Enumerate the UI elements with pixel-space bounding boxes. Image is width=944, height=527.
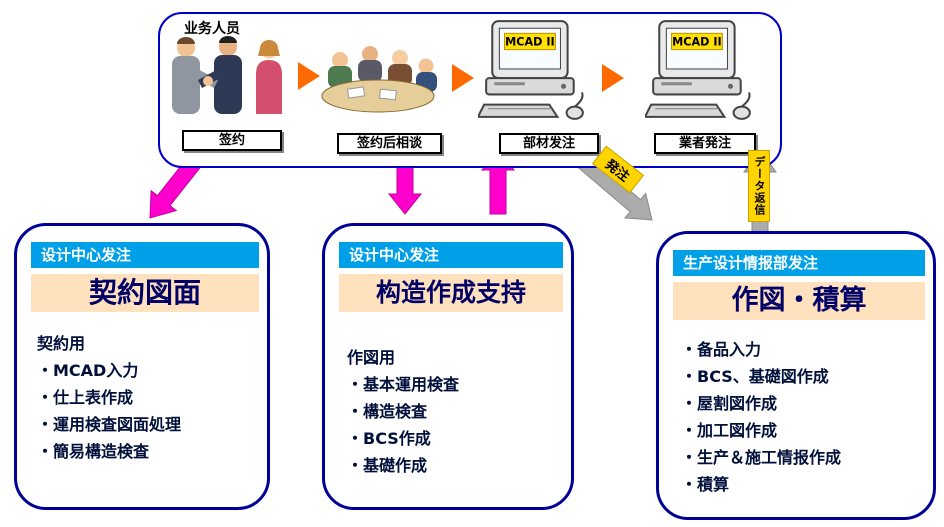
card-list: ・备品入力・BCS、基礎図作成・屋割図作成・加工図作成・生产＆施工情报作成・積算	[681, 336, 841, 498]
card-list-item: ・構造検査	[347, 402, 428, 421]
flow-triangle-icon	[298, 62, 320, 90]
computer-screen-label: MCAD II	[672, 36, 722, 49]
card-list-item: ・生产＆施工情报作成	[681, 448, 842, 467]
arrow-consult-down	[387, 165, 423, 215]
card-contract-drawings: 设计中心发注 契約図面 契約用 ・MCAD入力・仕上表作成・運用検査図面処理・簡…	[14, 223, 270, 510]
card-list-item: ・加工図作成	[681, 421, 778, 440]
card-list: ・MCAD入力・仕上表作成・運用検査図面処理・簡易構造検査	[37, 357, 181, 465]
step-caption-consult: 签约后相谈	[337, 133, 442, 154]
card-body: ・备品入力・BCS、基礎図作成・屋割図作成・加工図作成・生产＆施工情报作成・積算	[681, 336, 841, 498]
meeting-clipart	[318, 36, 446, 120]
handshake-clipart	[166, 34, 296, 120]
card-list-item: ・屋割図作成	[681, 394, 778, 413]
card-list-item: ・簡易構造検査	[37, 442, 150, 461]
step-caption-signing: 签约	[182, 130, 282, 151]
flow-triangle-icon	[602, 64, 624, 92]
card-list-item: ・基礎作成	[347, 456, 428, 475]
card-title: 作図・積算	[673, 282, 925, 320]
step-caption-vendor-order: 業者発注	[654, 133, 756, 154]
card-header: 设计中心发注	[339, 242, 563, 268]
card-intro: 契約用	[37, 334, 86, 353]
card-list-item: ・仕上表作成	[37, 388, 134, 407]
card-intro: 作図用	[347, 348, 396, 367]
card-structure-support: 设计中心发注 构造作成支持 作図用 ・基本運用検査・構造検査・BCS作成・基礎作…	[322, 223, 574, 510]
card-list-item: ・基本運用検査	[347, 375, 460, 394]
card-list-item: ・積算	[681, 475, 730, 494]
mcad-computer-2: MCAD II	[643, 18, 757, 126]
business-group-label: 业务人员	[184, 21, 240, 37]
card-body: 作図用 ・基本運用検査・構造検査・BCS作成・基礎作成	[347, 344, 459, 479]
card-title: 契約図面	[31, 274, 259, 312]
data-return-arrow-label: データ返信	[748, 150, 770, 222]
card-list-item: ・备品入力	[681, 340, 762, 359]
card-drawing-estimation: 生产设计情报部发注 作図・積算 ・备品入力・BCS、基礎図作成・屋割図作成・加工…	[656, 231, 936, 520]
card-body: 契約用 ・MCAD入力・仕上表作成・運用検査図面処理・簡易構造検査	[37, 330, 181, 465]
card-list-item: ・BCS、基礎図作成	[681, 367, 829, 386]
card-header: 生产设计情报部发注	[673, 250, 925, 276]
card-list-item: ・MCAD入力	[37, 361, 139, 380]
flow-triangle-icon	[452, 64, 474, 92]
card-list-item: ・BCS作成	[347, 429, 431, 448]
mcad-computer-1: MCAD II	[476, 18, 590, 126]
card-list: ・基本運用検査・構造検査・BCS作成・基礎作成	[347, 371, 459, 479]
computer-screen-label: MCAD II	[505, 36, 555, 49]
step-caption-parts-order: 部材发注	[499, 133, 599, 154]
card-title: 构造作成支持	[339, 274, 563, 312]
card-list-item: ・運用検査図面処理	[37, 415, 182, 434]
card-header: 设计中心发注	[31, 242, 259, 268]
